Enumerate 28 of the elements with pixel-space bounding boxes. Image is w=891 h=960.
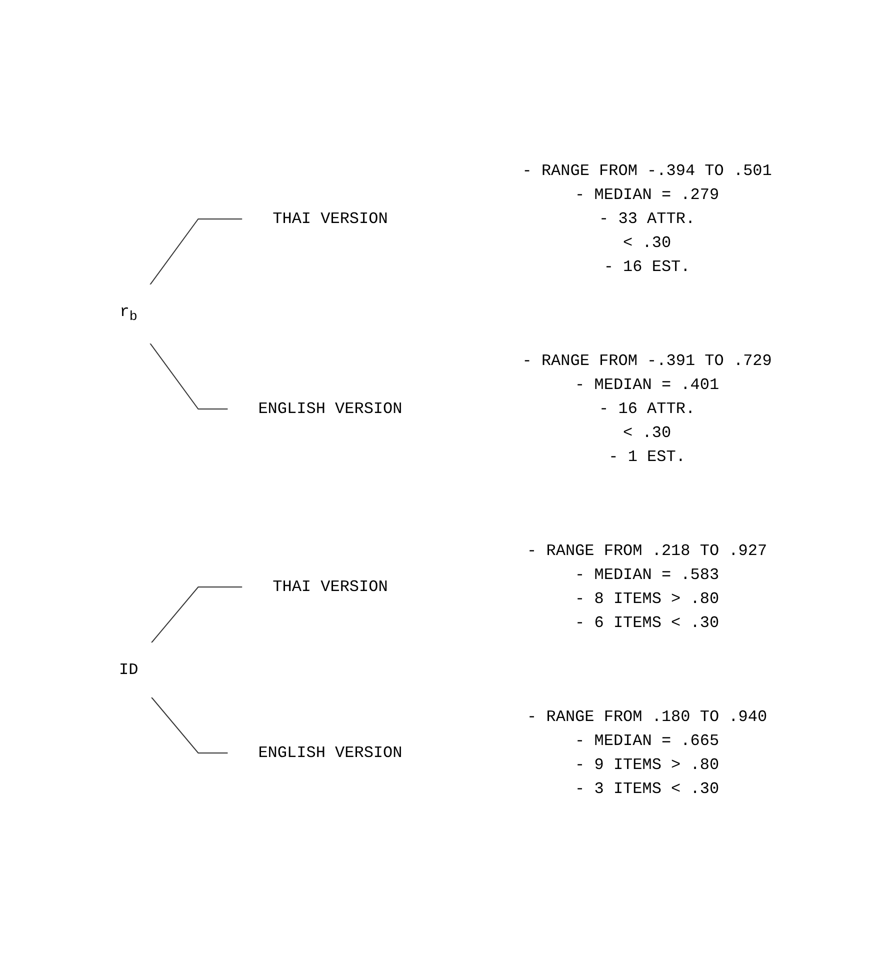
node-label: - MEDIAN = .665 <box>575 732 720 750</box>
node-label: - 1 EST. <box>608 448 686 466</box>
node-text: THAI VERSION <box>272 210 388 228</box>
node-label: - RANGE FROM -.394 TO .501 <box>522 162 772 180</box>
node-label: < .30 <box>623 424 672 442</box>
node-label: - MEDIAN = .401 <box>575 376 720 394</box>
node-label: - 3 ITEMS < .30 <box>575 780 720 798</box>
node-label: - 16 ATTR. <box>599 400 696 418</box>
node-text: r$_{b}$ <box>120 302 138 326</box>
node-label: - RANGE FROM -.391 TO .729 <box>522 352 772 370</box>
node-label: - 33 ATTR. <box>599 210 696 228</box>
node-label: - 16 EST. <box>604 258 690 276</box>
node-label: - MEDIAN = .279 <box>575 186 720 204</box>
connector <box>149 342 229 410</box>
node-label: - 9 ITEMS > .80 <box>575 756 720 774</box>
node-text: ID <box>119 661 138 679</box>
node-text: THAI VERSION <box>272 578 388 596</box>
node-label: - RANGE FROM .218 TO .927 <box>527 542 768 560</box>
node-text: ENGLISH VERSION <box>258 400 402 418</box>
connector <box>150 586 244 644</box>
connector <box>149 218 244 286</box>
node-label: - 8 ITEMS > .80 <box>575 590 720 608</box>
node-label: - MEDIAN = .583 <box>575 566 720 584</box>
node-label: - 6 ITEMS < .30 <box>575 614 720 632</box>
connector <box>150 696 229 754</box>
node-label: - RANGE FROM .180 TO .940 <box>527 708 768 726</box>
node-text: ENGLISH VERSION <box>258 744 402 762</box>
node-label: < .30 <box>623 234 672 252</box>
